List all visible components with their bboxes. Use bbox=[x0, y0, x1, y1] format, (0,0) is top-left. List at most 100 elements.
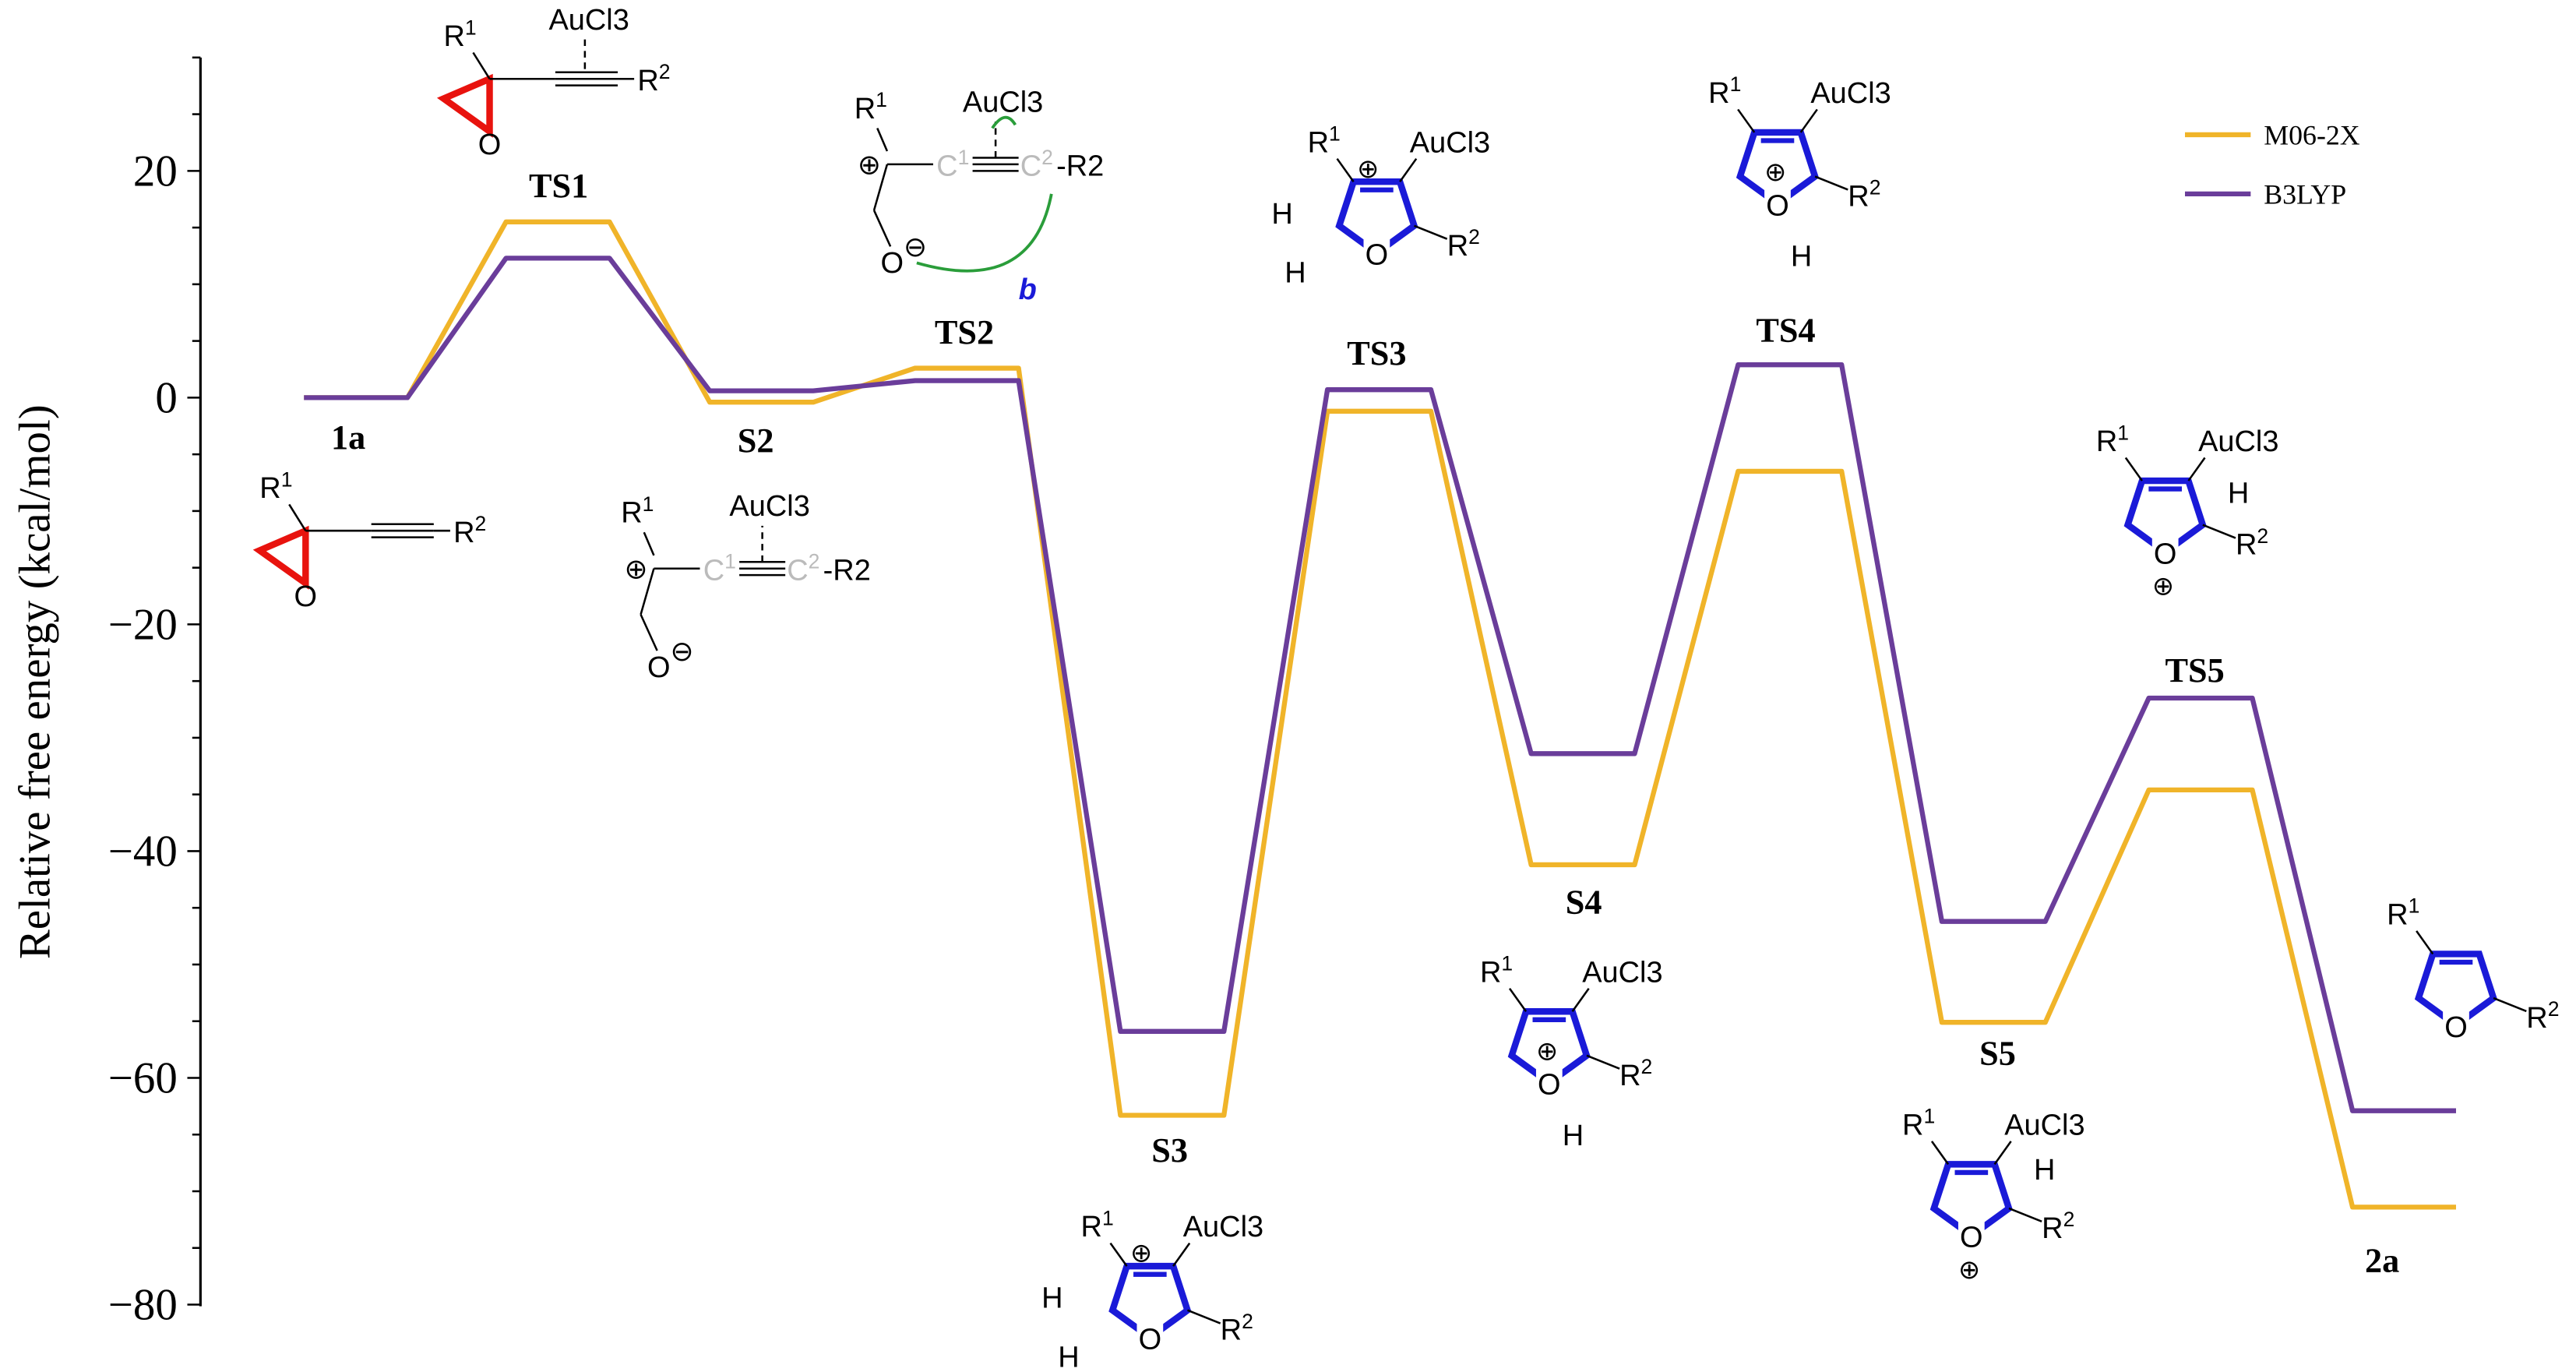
category-label-s2: S2 bbox=[738, 421, 774, 460]
bond bbox=[1414, 224, 1448, 240]
bond bbox=[1737, 108, 1756, 133]
structure-atom-label: H bbox=[1284, 257, 1306, 290]
structure-atom-label: O bbox=[1139, 1323, 1162, 1356]
structure-atom-label: O bbox=[294, 580, 318, 613]
structure-atom-label: H bbox=[1041, 1282, 1062, 1315]
bond bbox=[1571, 987, 1590, 1012]
structure-atom-label: ⊕ bbox=[1357, 154, 1379, 184]
furan-ring bbox=[2123, 477, 2207, 556]
y-axis: 200−20−40−60−80 bbox=[108, 56, 202, 1330]
structure-atom-label: ⊖ bbox=[671, 636, 694, 667]
bond bbox=[2124, 457, 2143, 481]
furan-ring bbox=[1736, 129, 1820, 208]
furan-ring bbox=[2414, 951, 2498, 1030]
legend-label: M06-2X bbox=[2264, 120, 2360, 151]
bond bbox=[2493, 996, 2527, 1013]
bond bbox=[2008, 1207, 2042, 1223]
bond bbox=[1930, 1141, 1950, 1166]
structure-atom-label: R2 bbox=[1848, 176, 1880, 213]
structure-atom-label: ⊕ bbox=[1130, 1239, 1152, 1268]
atom-bg bbox=[1136, 1321, 1164, 1351]
bond bbox=[643, 531, 655, 556]
structure-atom-label: AuCl3 bbox=[1183, 1211, 1263, 1243]
structure-atom-label: AuCl3 bbox=[2004, 1109, 2084, 1141]
structure-atom-label: O bbox=[1766, 189, 1789, 222]
structure-atom-label: ⊕ bbox=[2152, 571, 2174, 601]
atom-bg bbox=[1363, 236, 1390, 266]
structure-atom-label: O bbox=[880, 247, 904, 280]
structure-atom-label: -R2 bbox=[823, 554, 871, 587]
structure-atom-label: ⊕ bbox=[1536, 1036, 1558, 1066]
bond bbox=[2202, 524, 2236, 539]
structure-atom-label: H bbox=[1058, 1342, 1079, 1372]
legend-label: B3LYP bbox=[2264, 179, 2346, 210]
y-tick-label: 20 bbox=[133, 146, 178, 196]
bond bbox=[472, 51, 491, 79]
series-lines bbox=[304, 219, 2456, 1210]
structure-atom-label: -R2 bbox=[1056, 150, 1104, 183]
y-tick-label: 0 bbox=[155, 373, 177, 422]
bond bbox=[1993, 1141, 2012, 1166]
structure-atom-label: H bbox=[1791, 241, 1812, 273]
structure-atom-label: ⊖ bbox=[904, 231, 927, 263]
bond bbox=[1109, 1242, 1128, 1267]
structure-atom-label: R1 bbox=[1480, 952, 1513, 989]
atom-bg bbox=[1764, 187, 1791, 217]
bond bbox=[640, 614, 658, 651]
structure-atom-label: ⊕ bbox=[858, 150, 881, 181]
atom-bg bbox=[2443, 1008, 2469, 1039]
structure-atom-label: AuCl3 bbox=[1810, 77, 1891, 110]
furan-ring bbox=[1507, 1008, 1591, 1088]
structure-atom-label: b bbox=[1019, 273, 1037, 306]
category-label-2a: 2a bbox=[2365, 1241, 2399, 1279]
structure-atom-label: O bbox=[1960, 1222, 1983, 1254]
structure-atom-label: R1 bbox=[621, 492, 654, 530]
bond bbox=[1187, 1309, 1221, 1324]
structure-atom-label: AuCl3 bbox=[1582, 956, 1662, 989]
bond bbox=[1399, 157, 1418, 182]
structure-atom-label: AuCl3 bbox=[1410, 126, 1490, 159]
structure-atom-label: R1 bbox=[1708, 72, 1741, 110]
category-label-s3: S3 bbox=[1151, 1131, 1188, 1169]
furan-ring bbox=[1108, 1262, 1192, 1342]
structure-atom-label: ⊕ bbox=[1764, 157, 1786, 187]
series-line-b3lyp bbox=[304, 256, 2456, 1113]
bond bbox=[876, 128, 889, 152]
bond bbox=[1814, 175, 1848, 191]
y-tick-label: −20 bbox=[108, 600, 178, 649]
structure-atom-label: AuCl3 bbox=[963, 86, 1043, 118]
structure-atom-label: R1 bbox=[2096, 421, 2129, 458]
furan-ring bbox=[1335, 178, 1418, 257]
category-label-s5: S5 bbox=[1979, 1035, 2016, 1073]
atom-bg bbox=[1535, 1066, 1563, 1096]
bond bbox=[1586, 1054, 1620, 1070]
structure-atom-label: O bbox=[2154, 538, 2177, 570]
structure-atom-label: R1 bbox=[1902, 1105, 1935, 1142]
structure-atom-label: R1 bbox=[259, 467, 292, 505]
structure-atom-label: O bbox=[478, 129, 502, 161]
structure-atom-label: R2 bbox=[2042, 1208, 2074, 1245]
y-tick-label: −60 bbox=[108, 1053, 178, 1102]
atom-bg bbox=[1958, 1219, 1985, 1249]
structure-atom-label: C1 bbox=[936, 146, 969, 183]
structure-atom-label: ⊕ bbox=[624, 553, 647, 584]
category-label-ts5: TS5 bbox=[2165, 651, 2225, 690]
bond bbox=[1799, 108, 1818, 133]
structure-atom-label: AuCl3 bbox=[729, 490, 809, 523]
structure-atom-label: R2 bbox=[1221, 1310, 1253, 1347]
structure-atom-label: H bbox=[2228, 477, 2249, 510]
bond bbox=[1172, 1242, 1191, 1267]
curved-arrow-icon bbox=[991, 115, 1017, 129]
structure-atom-label: R2 bbox=[453, 512, 486, 549]
